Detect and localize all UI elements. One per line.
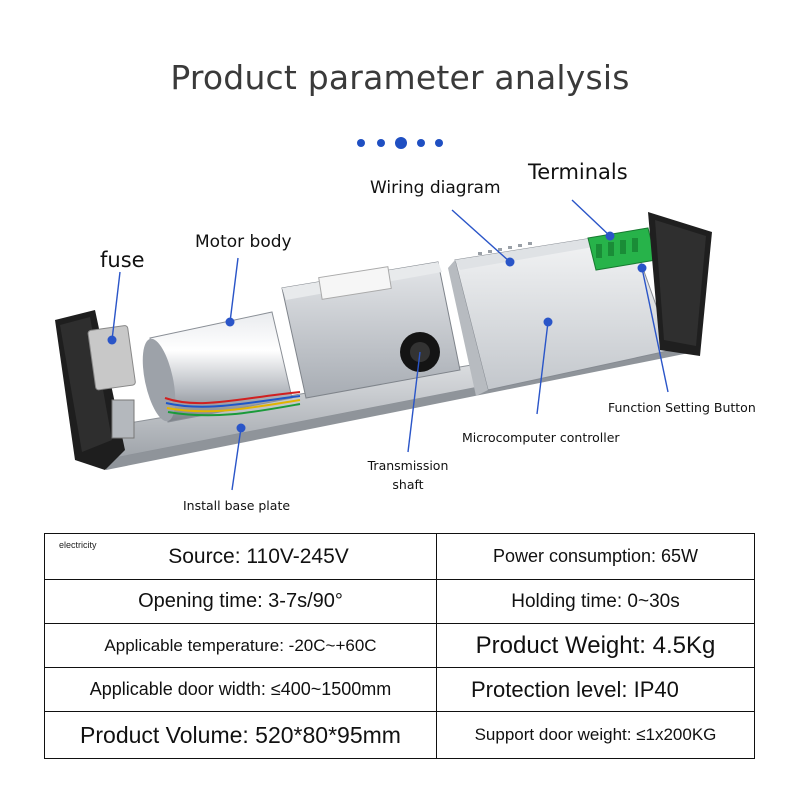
label-terminals: Terminals xyxy=(528,160,628,184)
spec-product-weight: Product Weight: 4.5Kg xyxy=(475,631,716,659)
dot-icon xyxy=(377,139,385,147)
dot-icon xyxy=(357,139,365,147)
spec-power-cell: Power consumption: 65W xyxy=(437,534,754,579)
table-row: Product Volume: 520*80*95mm Support door… xyxy=(45,712,754,758)
spec-table: electricity Source: 110V-245V Power cons… xyxy=(44,533,755,759)
spec-source-cell: electricity Source: 110V-245V xyxy=(45,534,437,579)
label-function-setting-button: Function Setting Button xyxy=(608,400,756,415)
spec-weight-cell: Product Weight: 4.5Kg xyxy=(437,624,754,667)
dot-icon xyxy=(395,137,407,149)
product-diagram: fuse Motor body Wiring diagram Terminals… xyxy=(0,160,800,520)
motor-body xyxy=(142,311,301,423)
spec-protection-level: Protection level: IP40 xyxy=(471,676,679,702)
gearbox xyxy=(281,261,461,399)
label-fuse: fuse xyxy=(100,248,145,272)
spec-applicable-door-width: Applicable door width: ≤400~1500mm xyxy=(89,679,392,699)
table-row: electricity Source: 110V-245V Power cons… xyxy=(45,534,754,580)
label-transmission-shaft-line1: Transmission xyxy=(367,458,449,473)
spec-holding-cell: Holding time: 0~30s xyxy=(437,580,754,623)
label-install-base-plate: Install base plate xyxy=(183,498,291,513)
door-operator-illustration xyxy=(55,199,712,491)
table-row: Opening time: 3-7s/90° Holding time: 0~3… xyxy=(45,580,754,624)
spec-support-door-weight: Support door weight: ≤1x200KG xyxy=(474,725,717,744)
page-title: Product parameter analysis xyxy=(170,58,630,97)
table-row: Applicable door width: ≤400~1500mm Prote… xyxy=(45,668,754,712)
leader-lines xyxy=(111,199,669,491)
leader-dots xyxy=(107,231,647,433)
spec-holding-time: Holding time: 0~30s xyxy=(511,590,680,612)
table-row: Applicable temperature: -20C~+60C Produc… xyxy=(45,624,754,668)
spec-product-volume: Product Volume: 520*80*95mm xyxy=(80,721,401,748)
spec-applicable-temperature: Applicable temperature: -20C~+60C xyxy=(104,635,377,655)
spec-protection-cell: Protection level: IP40 xyxy=(437,668,754,711)
dot-icon xyxy=(417,139,425,147)
label-transmission-shaft-line2: shaft xyxy=(392,477,424,492)
dot-icon xyxy=(435,139,443,147)
spec-temperature-cell: Applicable temperature: -20C~+60C xyxy=(45,624,437,667)
spec-power-consumption: Power consumption: 65W xyxy=(492,546,699,566)
spec-volume-cell: Product Volume: 520*80*95mm xyxy=(45,712,437,758)
spec-opening-time: Opening time: 3-7s/90° xyxy=(138,590,343,612)
terminal-block xyxy=(587,227,657,271)
label-motor-body: Motor body xyxy=(195,232,292,252)
spec-opening-cell: Opening time: 3-7s/90° xyxy=(45,580,437,623)
spec-door-weight-cell: Support door weight: ≤1x200KG xyxy=(437,712,754,758)
label-microcomputer-controller: Microcomputer controller xyxy=(462,430,620,445)
right-end-cap xyxy=(648,212,712,356)
label-wiring-diagram: Wiring diagram xyxy=(370,178,501,198)
decorative-dots xyxy=(355,136,445,150)
label-transmission-shaft: Transmission shaft xyxy=(362,458,454,492)
spec-source: Source: 110V-245V xyxy=(168,544,349,568)
spec-door-width-cell: Applicable door width: ≤400~1500mm xyxy=(45,668,437,711)
source-tag: electricity xyxy=(59,540,97,550)
left-end-cap xyxy=(55,310,136,470)
